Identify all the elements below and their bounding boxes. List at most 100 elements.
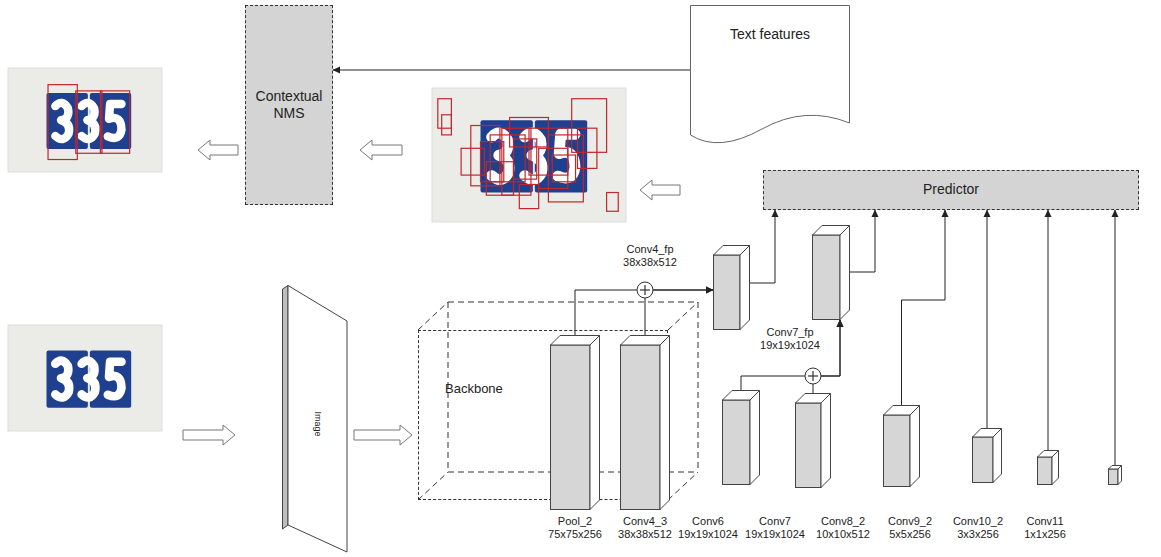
image-slab: Image xyxy=(282,285,348,553)
block-side xyxy=(740,246,750,330)
block-front xyxy=(796,403,822,488)
feature-map-block xyxy=(722,390,760,485)
painted-digit xyxy=(55,361,69,398)
layer-label: Conv9_2 5x5x256 xyxy=(888,515,932,541)
feature-map-block xyxy=(795,393,831,488)
slab-label: Image xyxy=(313,412,323,437)
block-front xyxy=(621,345,661,510)
detection-box xyxy=(552,155,575,182)
feature-map-block xyxy=(883,405,920,487)
feature-map-block xyxy=(713,245,750,330)
detection-box xyxy=(100,91,129,153)
block-front xyxy=(813,235,841,320)
document-outline xyxy=(691,6,850,143)
block-side xyxy=(1118,466,1122,485)
painted-digit xyxy=(108,362,122,397)
detection-box xyxy=(490,135,525,182)
feature-map-block xyxy=(1108,465,1122,485)
feature-map: Conv6 19x19x1024 xyxy=(722,390,760,485)
feature-map: Conv4_fp 38x38x512 xyxy=(713,245,750,330)
painted-digit xyxy=(558,134,575,178)
detection-box xyxy=(519,184,538,208)
slab-side xyxy=(283,286,289,530)
layer-label: Conv10_2 3x3x256 xyxy=(953,515,1003,541)
detection-box xyxy=(442,115,452,135)
photo-wall xyxy=(8,68,162,172)
sum-sign xyxy=(812,371,813,381)
detection-box xyxy=(76,91,102,153)
feature-map-block xyxy=(1037,450,1059,485)
layer-label: Conv7_fp 19x19x1024 xyxy=(760,326,820,352)
block-front xyxy=(723,400,751,485)
feature-map: Conv7 19x19x1024 xyxy=(795,393,831,488)
sum-circle xyxy=(637,282,653,298)
backbone-edge xyxy=(668,302,698,330)
connector xyxy=(902,210,946,405)
detection-box xyxy=(486,162,513,196)
layer-label: Conv4_3 38x38x512 xyxy=(618,515,672,541)
feature-map: Conv11 1x1x256 xyxy=(1108,465,1122,485)
feature-map-block xyxy=(812,225,850,320)
block-side xyxy=(750,391,760,485)
box-label: Predictor xyxy=(923,181,979,199)
backbone-edge xyxy=(418,472,448,500)
feature-map: Conv7_fp 19x19x1024 xyxy=(812,225,850,320)
detection-box xyxy=(607,193,619,212)
backbone-box: BackbonePool_2 75x75x256Conv4_3 38x38x51… xyxy=(418,330,668,500)
feature-map-block xyxy=(550,335,600,510)
painted-digit xyxy=(82,103,96,139)
feature-map: Conv9_2 5x5x256 xyxy=(972,428,1002,483)
hollow-arrow xyxy=(183,425,235,445)
hollow-arrow xyxy=(640,180,680,200)
block-side xyxy=(660,336,670,510)
photo-wall xyxy=(432,88,626,222)
painted-digit xyxy=(82,361,96,398)
block-side xyxy=(840,226,850,320)
connector xyxy=(1115,210,1116,465)
backbone-edge xyxy=(418,302,448,330)
connector xyxy=(333,70,690,71)
feature-map: Conv10_2 3x3x256 xyxy=(1037,450,1059,485)
box-label: Backbone xyxy=(445,381,503,396)
photo xyxy=(8,68,162,172)
block-front xyxy=(551,345,591,510)
block-side xyxy=(910,406,920,487)
connector xyxy=(741,320,840,390)
painted-digit xyxy=(55,103,69,139)
feature-map-block xyxy=(620,335,670,510)
block-front xyxy=(714,255,741,330)
block-side xyxy=(993,429,1002,483)
predictor-box: Predictor xyxy=(763,170,1139,210)
feature-map-block xyxy=(972,428,1002,483)
box-label: Contextual NMS xyxy=(256,88,323,123)
photo xyxy=(8,325,162,431)
hollow-arrow xyxy=(198,140,238,160)
backbone-edge xyxy=(448,302,698,303)
backbone-edge xyxy=(698,302,699,472)
detection-box xyxy=(438,99,452,128)
block-front xyxy=(884,415,911,487)
backbone-edge xyxy=(668,472,698,500)
sum-sign xyxy=(644,285,645,295)
detection-box xyxy=(578,128,597,168)
connector xyxy=(850,210,875,272)
layer-label: Conv7 19x19x1024 xyxy=(745,515,805,541)
block-side xyxy=(821,394,831,488)
document-shape: Text features xyxy=(690,5,850,145)
connector xyxy=(750,210,775,283)
layer-label: Conv11 1x1x256 xyxy=(1024,515,1066,541)
detection-box xyxy=(48,85,77,160)
feature-map: Conv8_2 10x10x512 xyxy=(883,405,920,487)
block-front xyxy=(973,437,994,483)
hollow-arrow xyxy=(360,140,402,160)
detection-box xyxy=(539,148,568,188)
block-side xyxy=(1052,451,1059,485)
block-front xyxy=(1109,469,1119,485)
document-label: Text features xyxy=(730,26,810,44)
photo xyxy=(432,88,626,222)
layer-label: Pool_2 75x75x256 xyxy=(548,515,602,541)
feature-map: Pool_2 75x75x256 xyxy=(550,335,600,510)
block-arrow xyxy=(354,425,412,445)
